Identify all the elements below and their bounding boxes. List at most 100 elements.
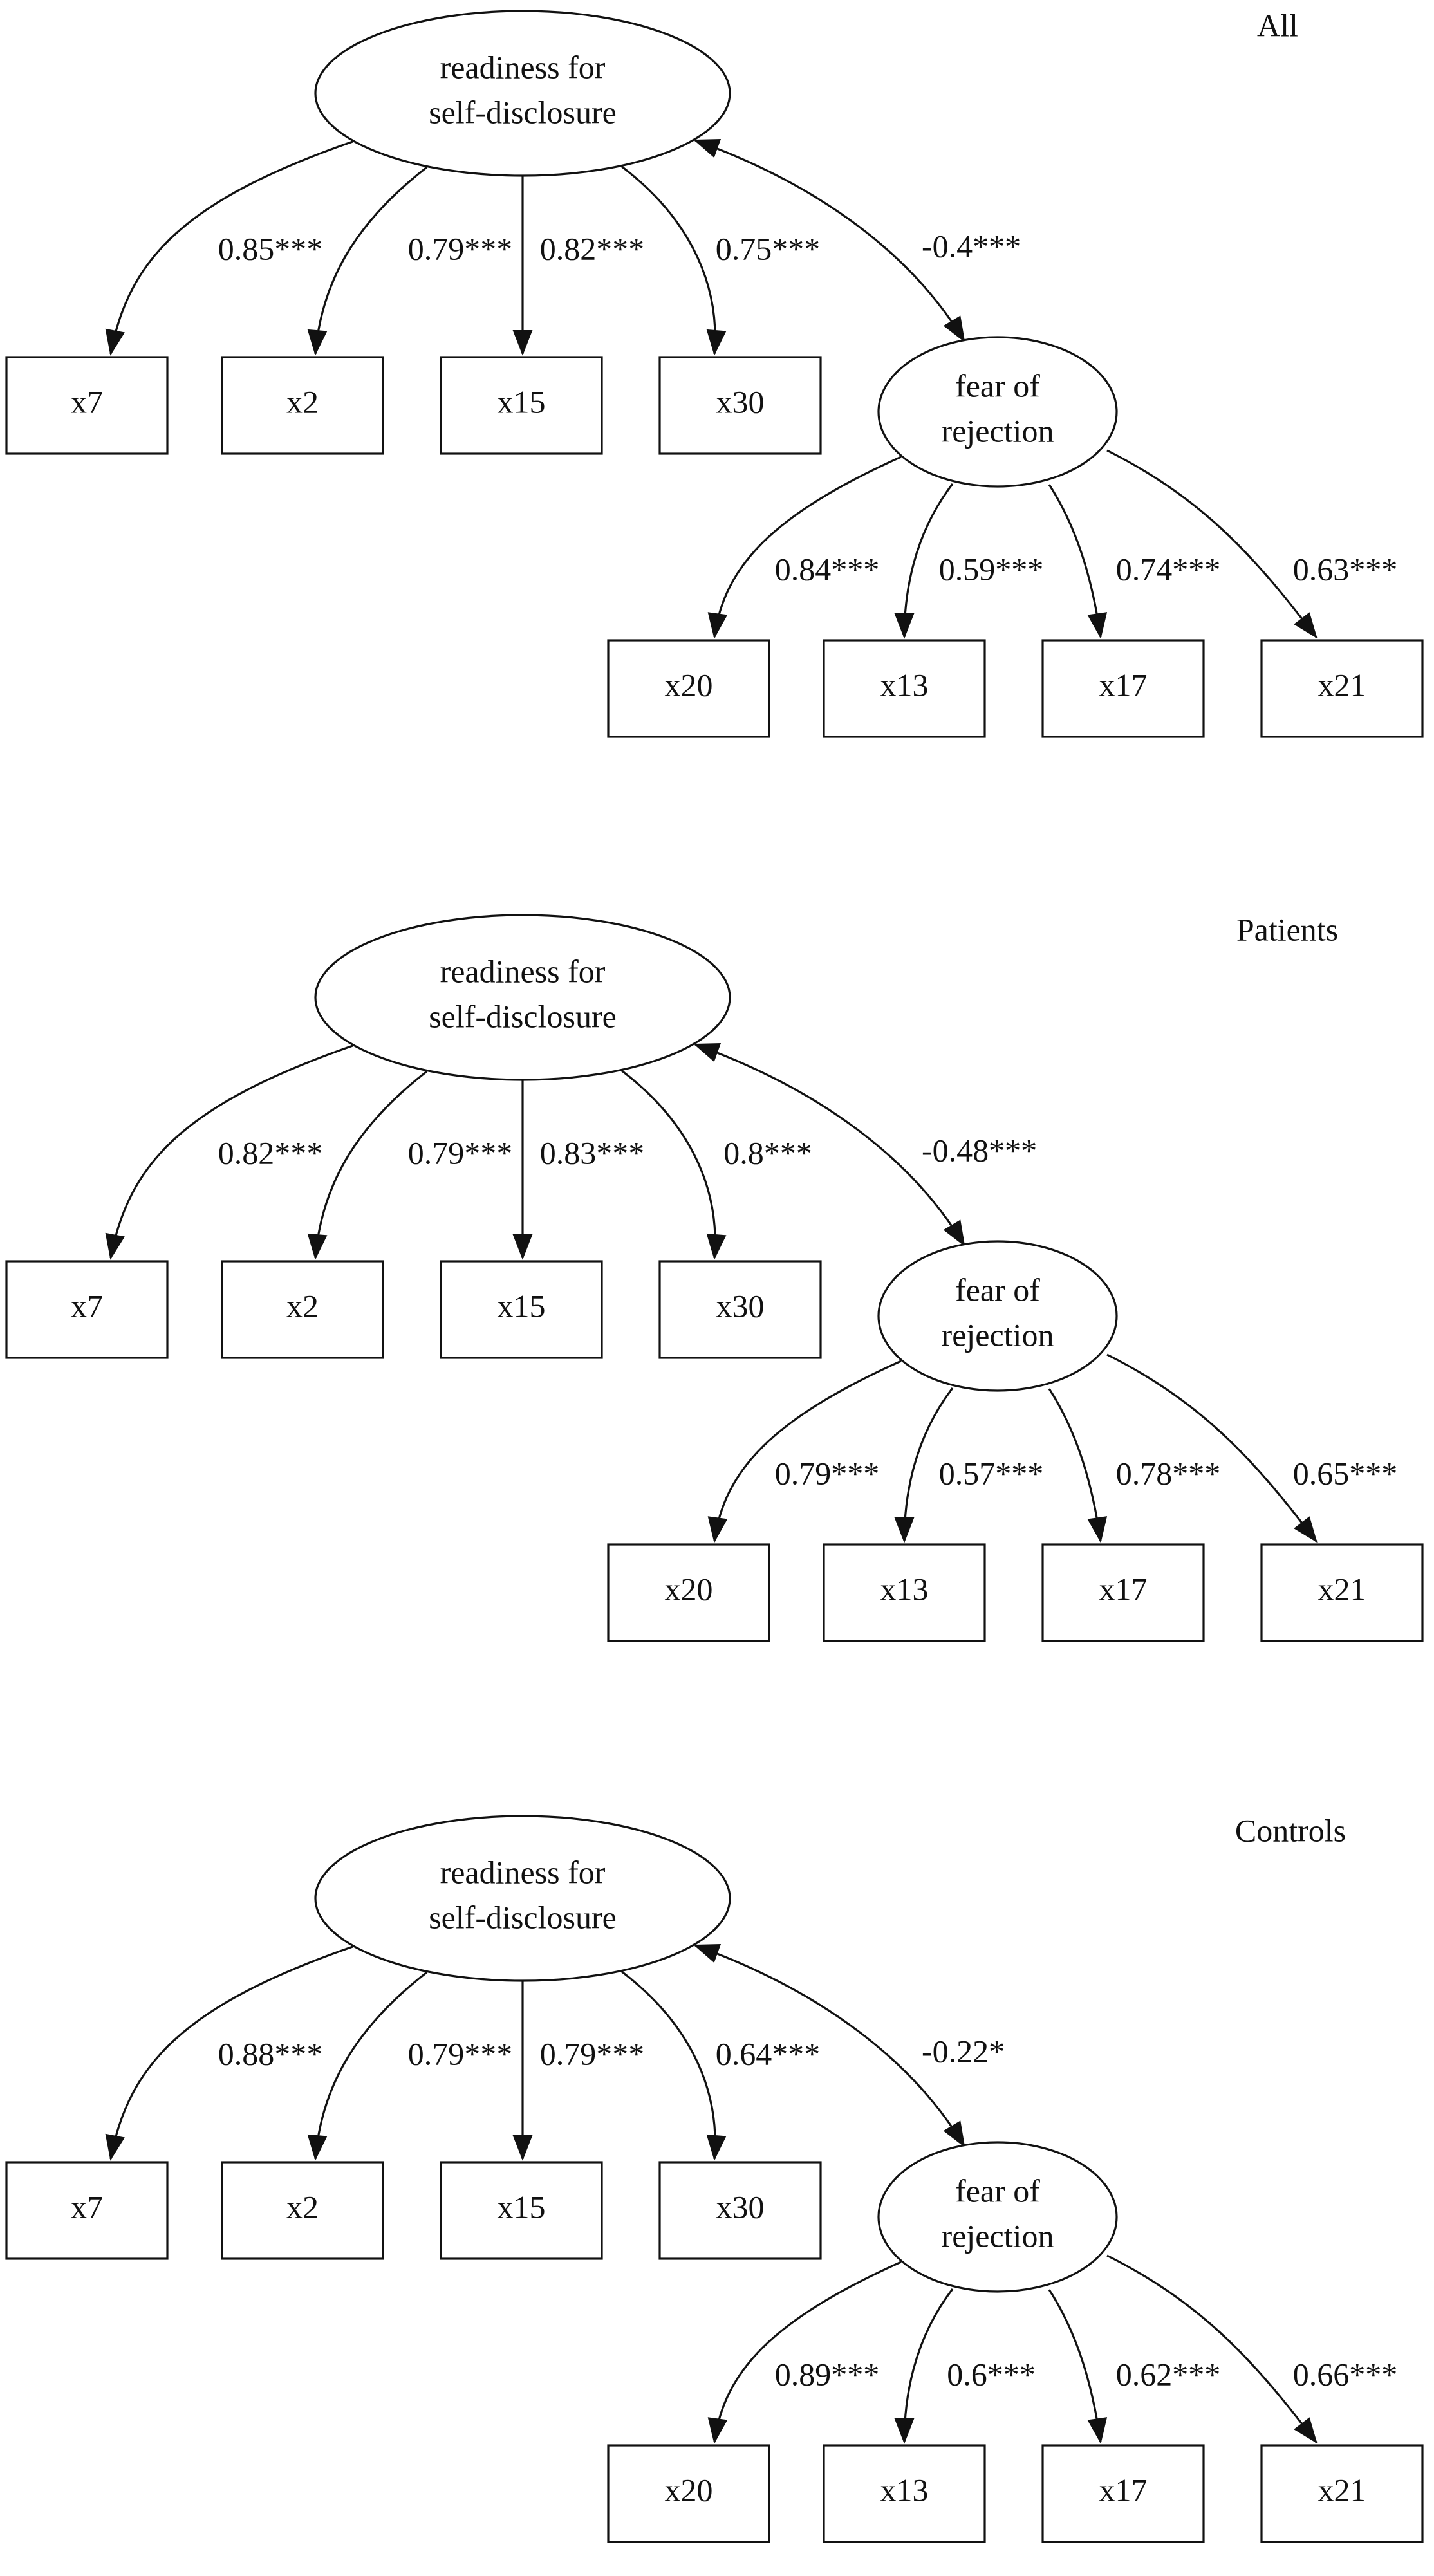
arrowhead-x21 [1294, 2417, 1318, 2444]
loading-label-x21: 0.63*** [1293, 551, 1398, 587]
latent-fear-label-line2: rejection [942, 412, 1054, 449]
loading-edge-x21 [1106, 2254, 1318, 2443]
loading-label-x17: 0.78*** [1116, 1455, 1221, 1491]
indicator-label-x17: x17 [1099, 667, 1148, 703]
covariance-label: -0.22* [922, 2033, 1005, 2069]
latent-readiness-node [314, 1815, 731, 1982]
arrowhead-x15 [512, 2135, 533, 2161]
loading-edge-x30 [620, 1069, 716, 1259]
loading-edge-x2 [314, 1070, 427, 1259]
covariance-arrowhead-start [693, 138, 722, 158]
loading-label-x2: 0.79*** [408, 1135, 513, 1171]
arrowhead-x13 [894, 1517, 915, 1543]
loading-label-x7: 0.85*** [218, 230, 323, 266]
loading-edge-x20 [713, 1360, 902, 1542]
loading-edge-x20 [713, 456, 902, 638]
indicator-label-x20: x20 [665, 667, 713, 703]
arrowhead-x30 [706, 2134, 727, 2161]
indicator-label-x15: x15 [498, 1288, 546, 1324]
covariance-arrowhead-start [693, 1042, 722, 1062]
loading-label-x7: 0.82*** [218, 1135, 323, 1171]
arrowhead-x15 [512, 1234, 533, 1260]
indicator-label-x21: x21 [1318, 667, 1366, 703]
indicator-box-x15 [440, 356, 603, 455]
loading-label-x30: 0.75*** [716, 230, 821, 266]
latent-fear-label-line1: fear of [955, 367, 1040, 403]
arrowhead-x20 [707, 612, 728, 639]
indicator-box-x2 [221, 356, 384, 455]
arrowhead-x15 [512, 330, 533, 356]
loading-edge-x7 [109, 140, 353, 355]
loading-label-x15: 0.82*** [540, 230, 645, 266]
latent-fear-node [877, 2141, 1118, 2293]
indicator-box-x17 [1041, 2444, 1205, 2543]
indicator-label-x30: x30 [716, 1288, 765, 1324]
loading-edge-x21 [1106, 1353, 1318, 1542]
indicator-box-x30 [658, 356, 822, 455]
loading-label-x13: 0.59*** [939, 551, 1044, 587]
indicator-box-x21 [1260, 639, 1424, 738]
loading-edge-x30 [620, 165, 716, 355]
panel-all: All0.85***0.79***0.82***0.75***0.84***0.… [5, 7, 1424, 738]
latent-readiness-node [314, 10, 731, 177]
indicator-label-x7: x7 [71, 2189, 103, 2225]
indicator-label-x13: x13 [880, 2472, 929, 2508]
arrowhead-x21 [1294, 612, 1318, 639]
arrowhead-x30 [706, 1233, 727, 1260]
loading-edge-x21 [1106, 449, 1318, 638]
latent-readiness-label-line1: readiness for [440, 1854, 606, 1890]
covariance-label: -0.4*** [922, 228, 1021, 264]
arrowhead-x20 [707, 2417, 728, 2444]
indicator-label-x15: x15 [498, 2189, 546, 2225]
arrowhead-x17 [1087, 1516, 1108, 1543]
loading-edge-x2 [314, 1971, 427, 2160]
indicator-box-x21 [1260, 2444, 1424, 2543]
indicator-label-x21: x21 [1318, 2472, 1366, 2508]
indicator-box-x17 [1041, 639, 1205, 738]
arrowhead-x7 [105, 328, 125, 356]
latent-readiness-label-line2: self-disclosure [429, 998, 617, 1034]
indicator-box-x30 [658, 2161, 822, 2260]
indicator-label-x30: x30 [716, 2189, 765, 2225]
loading-label-x20: 0.89*** [775, 2356, 880, 2392]
indicator-label-x2: x2 [286, 2189, 319, 2225]
latent-fear-label-line1: fear of [955, 2173, 1040, 2209]
loading-edge-x7 [109, 1945, 353, 2160]
indicator-box-x7 [5, 356, 169, 455]
arrowhead-x7 [105, 1232, 125, 1260]
indicator-label-x17: x17 [1099, 1571, 1148, 1607]
arrowhead-x17 [1087, 2417, 1108, 2444]
loading-label-x13: 0.57*** [939, 1455, 1044, 1491]
indicator-box-x20 [607, 639, 770, 738]
arrowhead-x13 [894, 2418, 915, 2444]
panel-title: All [1257, 7, 1298, 43]
indicator-box-x2 [221, 1260, 384, 1359]
indicator-box-x15 [440, 1260, 603, 1359]
indicator-label-x13: x13 [880, 667, 929, 703]
covariance-arrowhead-end [943, 315, 965, 343]
indicator-label-x17: x17 [1099, 2472, 1148, 2508]
loading-label-x17: 0.62*** [1116, 2356, 1221, 2392]
indicator-box-x7 [5, 1260, 169, 1359]
latent-readiness-label-line2: self-disclosure [429, 1899, 617, 1935]
loading-label-x2: 0.79*** [408, 2035, 513, 2071]
indicator-box-x17 [1041, 1543, 1205, 1642]
loading-label-x15: 0.79*** [540, 2035, 645, 2071]
panel-title: Controls [1235, 1812, 1346, 1848]
indicator-box-x20 [607, 1543, 770, 1642]
latent-fear-node [877, 336, 1118, 488]
arrowhead-x7 [105, 2133, 125, 2161]
latent-fear-node [877, 1240, 1118, 1392]
covariance-edge [694, 139, 965, 342]
indicator-label-x7: x7 [71, 1288, 103, 1324]
latent-fear-label-line1: fear of [955, 1272, 1040, 1308]
indicator-box-x7 [5, 2161, 169, 2260]
indicator-label-x20: x20 [665, 2472, 713, 2508]
indicator-box-x30 [658, 1260, 822, 1359]
loading-edge-x20 [713, 2261, 902, 2443]
latent-readiness-node [314, 914, 731, 1081]
covariance-label: -0.48*** [922, 1132, 1037, 1168]
covariance-edge [694, 1944, 965, 2147]
indicator-label-x2: x2 [286, 384, 319, 420]
